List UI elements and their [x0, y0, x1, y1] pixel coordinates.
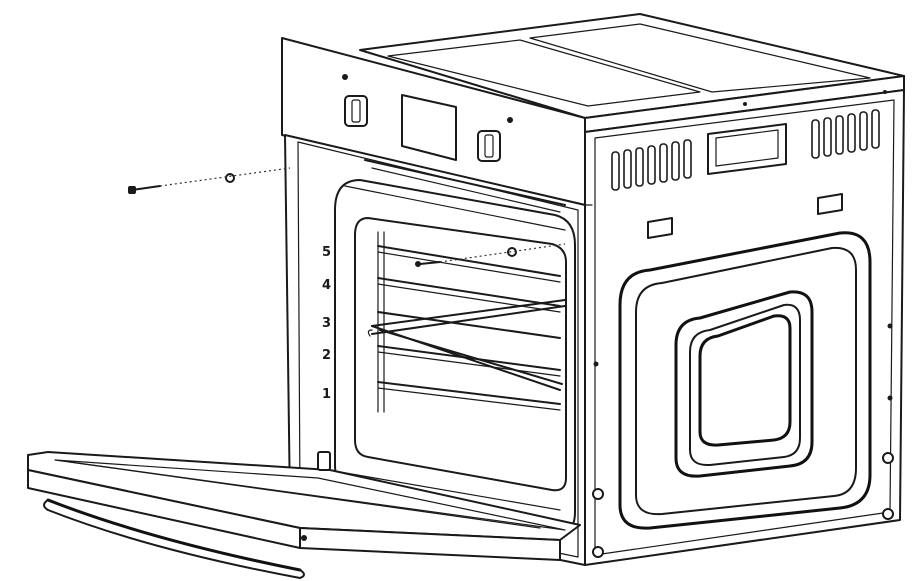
door-hinge	[301, 451, 331, 541]
inner-fixing-screw	[415, 243, 566, 267]
shelf-label-3: 3	[322, 316, 331, 331]
oven-door	[27, 451, 581, 561]
wire-rack	[367, 299, 566, 391]
mounting-screw	[128, 167, 291, 194]
door-handle	[43, 498, 305, 579]
shelf-label-1: 1	[322, 387, 331, 402]
oven-cavity	[334, 159, 576, 534]
shelf-label-2: 2	[322, 348, 331, 363]
shelf-label-4: 4	[322, 278, 331, 293]
side-tabs	[647, 193, 843, 239]
right-control-knob	[477, 130, 501, 162]
shelf-rails	[377, 231, 561, 413]
side-vent-right	[811, 109, 880, 159]
side-embossed-pattern	[618, 231, 872, 530]
left-control-knob	[344, 95, 368, 127]
display-window	[401, 94, 457, 161]
side-vent-left	[611, 139, 692, 191]
shelf-label-5: 5	[322, 245, 331, 260]
side-screw-holes	[592, 90, 894, 558]
shelf-level-labels: 5 4 3 2 1	[322, 245, 331, 402]
oven-top-panel	[359, 13, 905, 119]
side-handle-slot	[707, 123, 787, 175]
